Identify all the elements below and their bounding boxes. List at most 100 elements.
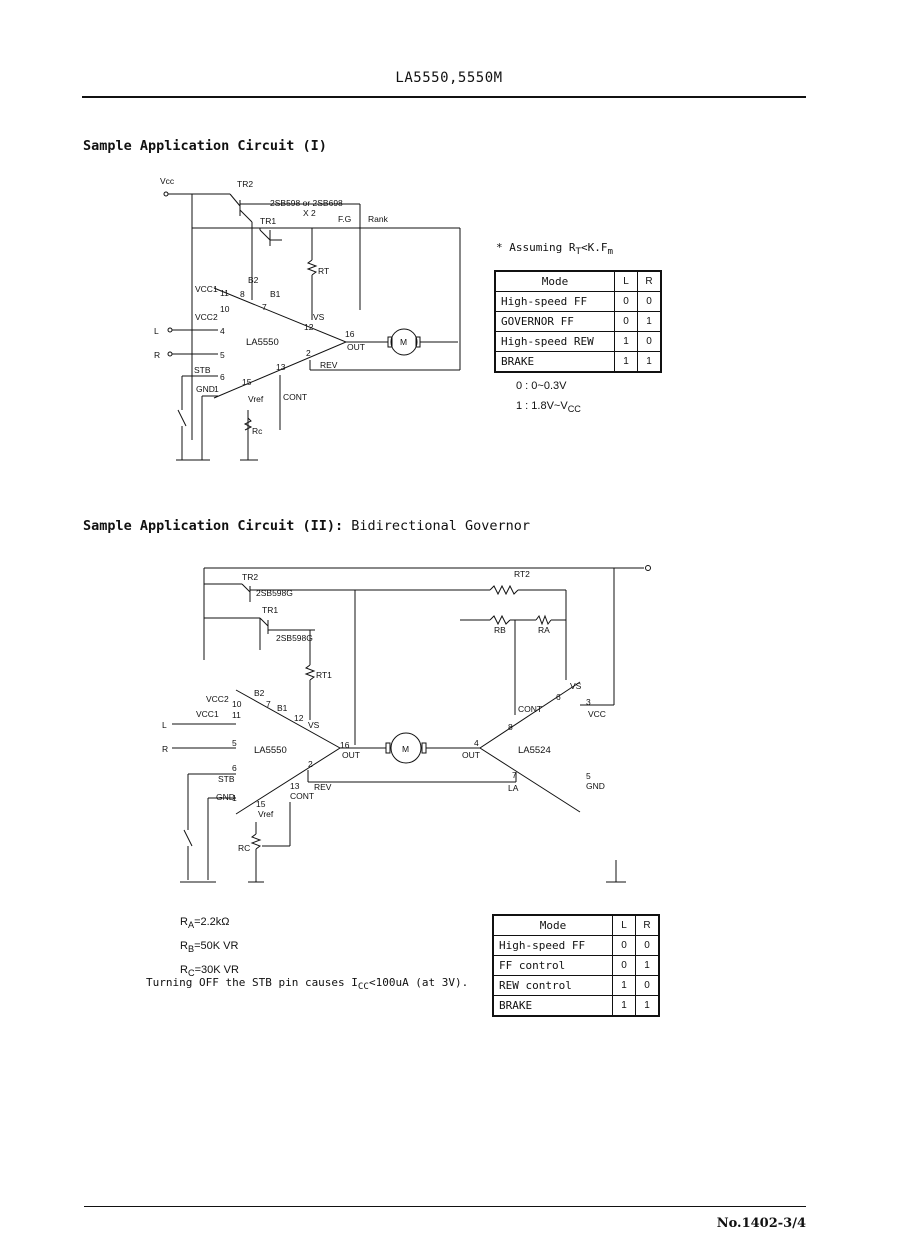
circuit-diagram-1: Vcc TR2 2SB598 or 2SB698 X 2 TR1 F.G Ran… <box>154 176 461 461</box>
c2-p11: 11 <box>232 710 241 720</box>
c2-q8: 8 <box>508 722 513 732</box>
c1-vref: Vref <box>248 394 264 404</box>
c1-tr1-label: TR1 <box>260 216 276 226</box>
c1-vs: VS <box>313 312 325 322</box>
circuit-diagram-2: TR2 2SB598G TR1 2SB598G RT1 RT2 RB RA LA… <box>162 565 651 883</box>
c2-chip1: LA5550 <box>254 745 287 756</box>
c2-p12: 12 <box>294 713 304 723</box>
c2-vref: Vref <box>258 809 274 819</box>
c2-tr1: TR1 <box>262 605 278 615</box>
c1-p6: 6 <box>220 372 225 382</box>
component-ra: RA=2.2kΩ <box>180 916 230 931</box>
c2-q3: 3 <box>586 697 591 707</box>
c1-cont: CONT <box>283 392 307 402</box>
c2-b1: B1 <box>277 703 288 713</box>
c1-gnd: GND <box>196 384 215 394</box>
c2-chip1-outline <box>235 689 341 815</box>
c2-p15: 15 <box>256 799 266 809</box>
c1-tr2-label: TR2 <box>237 179 253 189</box>
c2-vcc-terminal <box>645 565 651 571</box>
c1-p1: 1 <box>214 384 219 394</box>
c1-l-label: L <box>154 326 159 336</box>
c2-rc: RC <box>238 843 250 853</box>
c1-vcc1: VCC1 <box>195 284 218 294</box>
c2-chip2-outline <box>479 681 581 813</box>
c2-tr2-part: 2SB598G <box>256 588 293 598</box>
c2-tr1-part: 2SB598G <box>276 633 313 643</box>
c1-p13: 13 <box>276 362 286 372</box>
c1-rev: REV <box>320 360 338 370</box>
c1-vcc2: VCC2 <box>195 312 218 322</box>
c2-motor <box>390 732 422 764</box>
c1-motor <box>390 328 418 356</box>
c1-vcc-label: Vcc <box>160 176 175 186</box>
assuming-note: * Assuming RT<K.Fm <box>496 241 614 258</box>
c1-x2: X 2 <box>303 208 316 218</box>
c1-chip-label: LA5550 <box>246 337 279 348</box>
c2-b2: B2 <box>254 688 265 698</box>
c2-chip2: LA5524 <box>518 745 551 756</box>
c1-tr-parts: 2SB598 or 2SB698 <box>270 198 343 208</box>
c1-rank-label: Rank <box>368 214 389 224</box>
c1-out: OUT <box>347 342 365 352</box>
c1-p15: 15 <box>242 377 252 387</box>
c2-l: L <box>162 720 167 730</box>
component-rc: RC=30K VR <box>180 964 239 979</box>
c1-b2: B2 <box>248 275 259 285</box>
c2-gnd: GND <box>216 792 235 802</box>
c2-p5: 5 <box>232 738 237 748</box>
c2-motor-label: M <box>402 744 409 754</box>
c2-cont1: CONT <box>290 791 314 801</box>
legend-one: 1 : 1.8V~VCC <box>516 400 581 415</box>
c2-out2: OUT <box>462 750 480 760</box>
c2-vcc1: VCC1 <box>196 709 219 719</box>
c2-q5: 5 <box>586 771 591 781</box>
c2-gnd2: GND <box>586 781 605 791</box>
c2-vs2: VS <box>570 681 582 691</box>
c1-p11: 11 <box>220 288 229 298</box>
c2-tr2: TR2 <box>242 572 258 582</box>
c1-p8: 8 <box>240 289 245 299</box>
component-rb: RB=50K VR <box>180 940 239 955</box>
stb-note: Turning OFF the STB pin causes ICC<100uA… <box>146 976 469 993</box>
c1-p5: 5 <box>220 350 225 360</box>
c2-rb: RB <box>494 625 506 635</box>
c1-vcc-terminal <box>163 191 169 197</box>
component-values: RA=2.2kΩ RB=50K VR RC=30K VR <box>180 912 239 985</box>
c1-p7: 7 <box>262 302 267 312</box>
c1-p4: 4 <box>220 326 225 336</box>
c1-rt-label: RT <box>318 266 329 276</box>
c2-q6: 6 <box>556 692 561 702</box>
legend-zero: 0 : 0~0.3V <box>516 380 567 392</box>
c1-p16: 16 <box>345 329 355 339</box>
c1-p10: 10 <box>220 304 230 314</box>
c1-r-label: R <box>154 350 160 360</box>
header-rule <box>82 96 806 98</box>
c2-stb: STB <box>218 774 235 784</box>
c2-p13: 13 <box>290 781 300 791</box>
c2-out1: OUT <box>342 750 360 760</box>
c2-vs: VS <box>308 720 320 730</box>
c2-p2: 2 <box>308 759 313 769</box>
page-number: No.1402-3/4 <box>716 1216 806 1231</box>
c2-la: LA <box>508 783 519 793</box>
c1-rc: Rc <box>252 426 263 436</box>
c2-p6: 6 <box>232 763 237 773</box>
c1-stb: STB <box>194 365 211 375</box>
c2-r: R <box>162 744 168 754</box>
c2-q4: 4 <box>474 738 479 748</box>
page-header-title: LA5550,5550M <box>395 70 503 86</box>
c1-p12: 12 <box>304 322 314 332</box>
c2-ra: RA <box>538 625 550 635</box>
c2-rt2: RT2 <box>514 569 530 579</box>
